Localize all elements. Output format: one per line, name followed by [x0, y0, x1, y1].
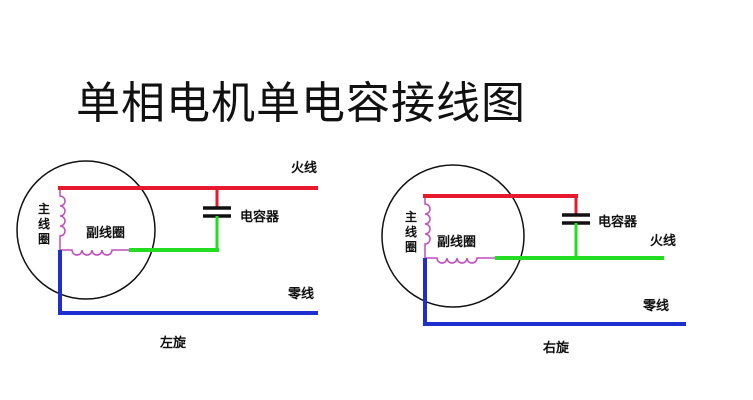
right-main-coil-label-1: 主 — [405, 209, 417, 224]
right-main-coil-label-3: 圈 — [405, 239, 417, 254]
right-motor-circle — [381, 164, 525, 308]
left-main-coil — [59, 188, 66, 250]
left-capacitor-label: 电容器 — [240, 209, 280, 225]
left-main-coil-label-1: 主 — [38, 201, 50, 216]
right-neutral-label: 零线 — [642, 298, 669, 314]
right-aux-coil-label: 副线圈 — [437, 234, 476, 250]
left-aux-coil — [60, 249, 130, 256]
left-aux-coil-label: 副线圈 — [86, 225, 125, 241]
left-neutral-label: 零线 — [287, 286, 314, 302]
right-main-coil-label-2: 线 — [405, 224, 417, 239]
right-live-label: 火线 — [650, 233, 676, 249]
left-main-coil-label-3: 圈 — [38, 231, 50, 246]
left-motor-circle — [16, 160, 156, 300]
right-aux-coil — [425, 257, 496, 264]
left-neutral-wire — [58, 250, 318, 315]
right-main-coil — [424, 196, 431, 258]
left-main-coil-label-2: 线 — [38, 216, 50, 231]
right-wiring-diagram: 电容器 火线 副线圈 主 线 圈 零线 右旋 — [381, 164, 686, 356]
left-wiring-diagram: 火线 电容器 副线圈 主 线 圈 零线 左旋 — [16, 160, 318, 351]
right-neutral-wire — [423, 258, 686, 326]
right-capacitor-label: 电容器 — [598, 214, 638, 230]
diagram-title: 单相电机单电容接线图 — [76, 78, 526, 129]
right-rotation-label: 右旋 — [542, 340, 570, 356]
left-live-label: 火线 — [291, 160, 317, 176]
left-rotation-label: 左旋 — [160, 335, 187, 351]
